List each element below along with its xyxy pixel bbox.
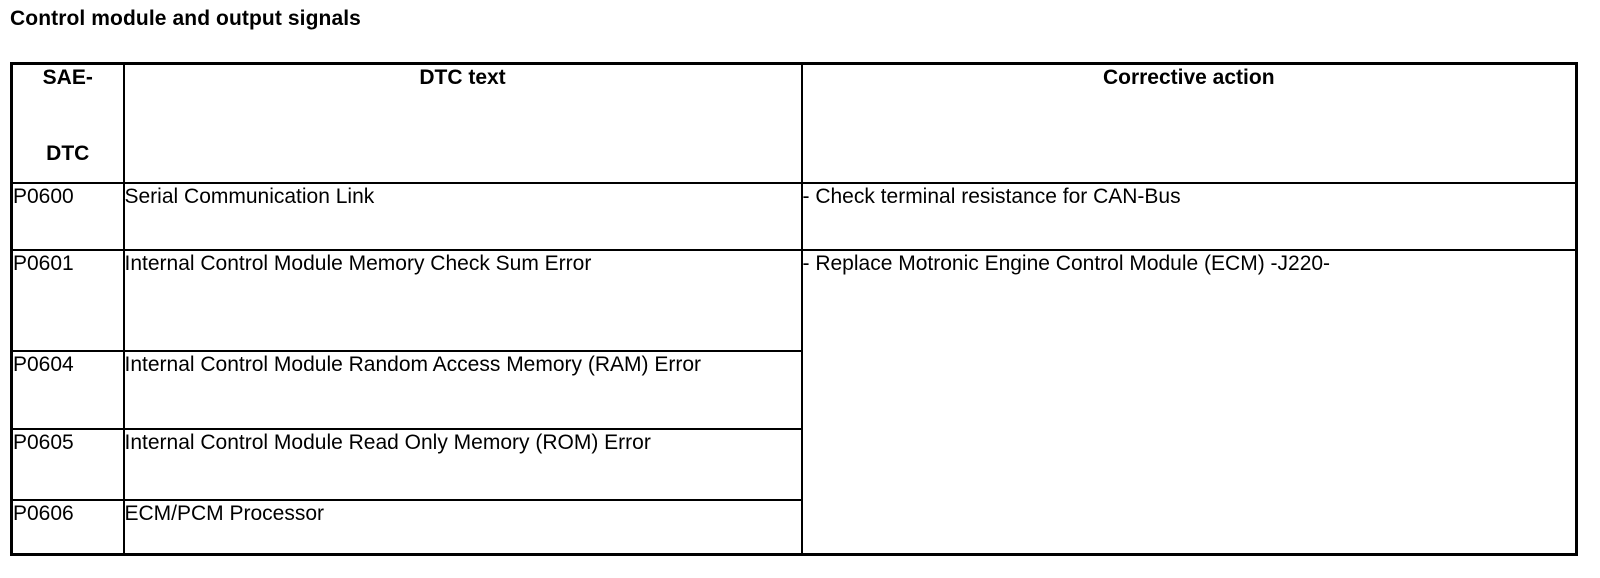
table-row: P0600 Serial Communication Link - Check … [10,181,1578,251]
cell-dtc-code: P0601 [10,248,125,352]
cell-dtc-code: P0604 [10,349,125,430]
header-sae-line: SAE- [42,66,93,89]
cell-dtc-text: Serial Communication Link [122,181,803,251]
corrective-action-text: - Replace Motronic Engine Control Module… [802,251,1331,275]
table-row: P0601 Internal Control Module Memory Che… [10,248,1578,556]
cell-dtc-code: P0605 [10,427,125,501]
header-cell-corrective-action: Corrective action [800,62,1578,184]
header-cell-dtc-text: DTC text [122,62,803,184]
header-dtc-line: DTC [46,141,90,165]
dtc-table: SAE- DTC DTC text Corrective action P060… [10,62,1578,556]
table-row: P0604 Internal Control Module Random Acc… [10,349,1577,430]
cell-dtc-text: Internal Control Module Random Access Me… [122,349,803,430]
cell-dtc-code: P0600 [10,181,125,251]
cell-dtc-text: Internal Control Module Memory Check Sum… [122,248,803,352]
table-header-row: SAE- DTC DTC text Corrective action [10,62,1578,184]
header-cell-sae-dtc: SAE- DTC [10,62,125,184]
table-row: P0605 Internal Control Module Read Only … [10,427,1577,501]
cell-dtc-text: Internal Control Module Read Only Memory… [122,427,803,501]
cell-corrective-action-merged: - Replace Motronic Engine Control Module… [800,248,1578,556]
cell-corrective-action: - Check terminal resistance for CAN-Bus [800,181,1578,251]
cell-dtc-code: P0606 [10,498,125,556]
cell-dtc-text: ECM/PCM Processor [122,498,803,556]
table-row: P0606 ECM/PCM Processor [10,498,1577,556]
page-title: Control module and output signals [10,7,361,30]
